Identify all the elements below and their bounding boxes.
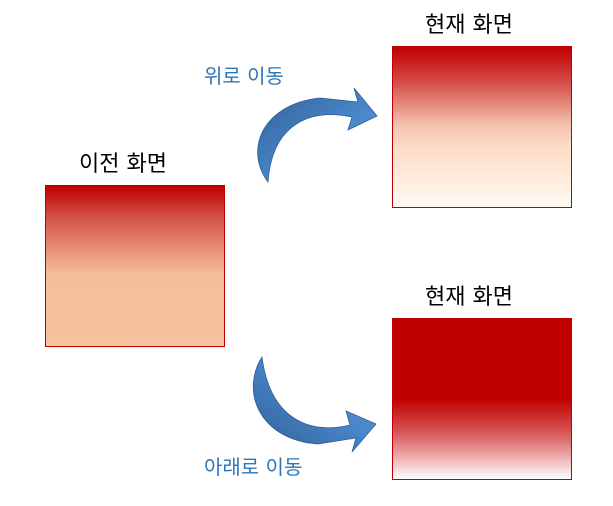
previous-screen-box: [45, 185, 225, 347]
curved-arrow-down-right-icon: [253, 355, 377, 453]
curved-arrow-up-right-icon: [257, 87, 378, 184]
current-screen-top-box: [392, 46, 572, 208]
current-screen-top-label: 현재 화면: [425, 13, 513, 38]
previous-screen-label: 이전 화면: [79, 152, 167, 177]
current-screen-bottom-box: [392, 318, 572, 480]
current-screen-bottom-label: 현재 화면: [425, 285, 513, 310]
move-down-label: 아래로 이동: [204, 455, 303, 479]
move-up-label: 위로 이동: [204, 64, 284, 88]
